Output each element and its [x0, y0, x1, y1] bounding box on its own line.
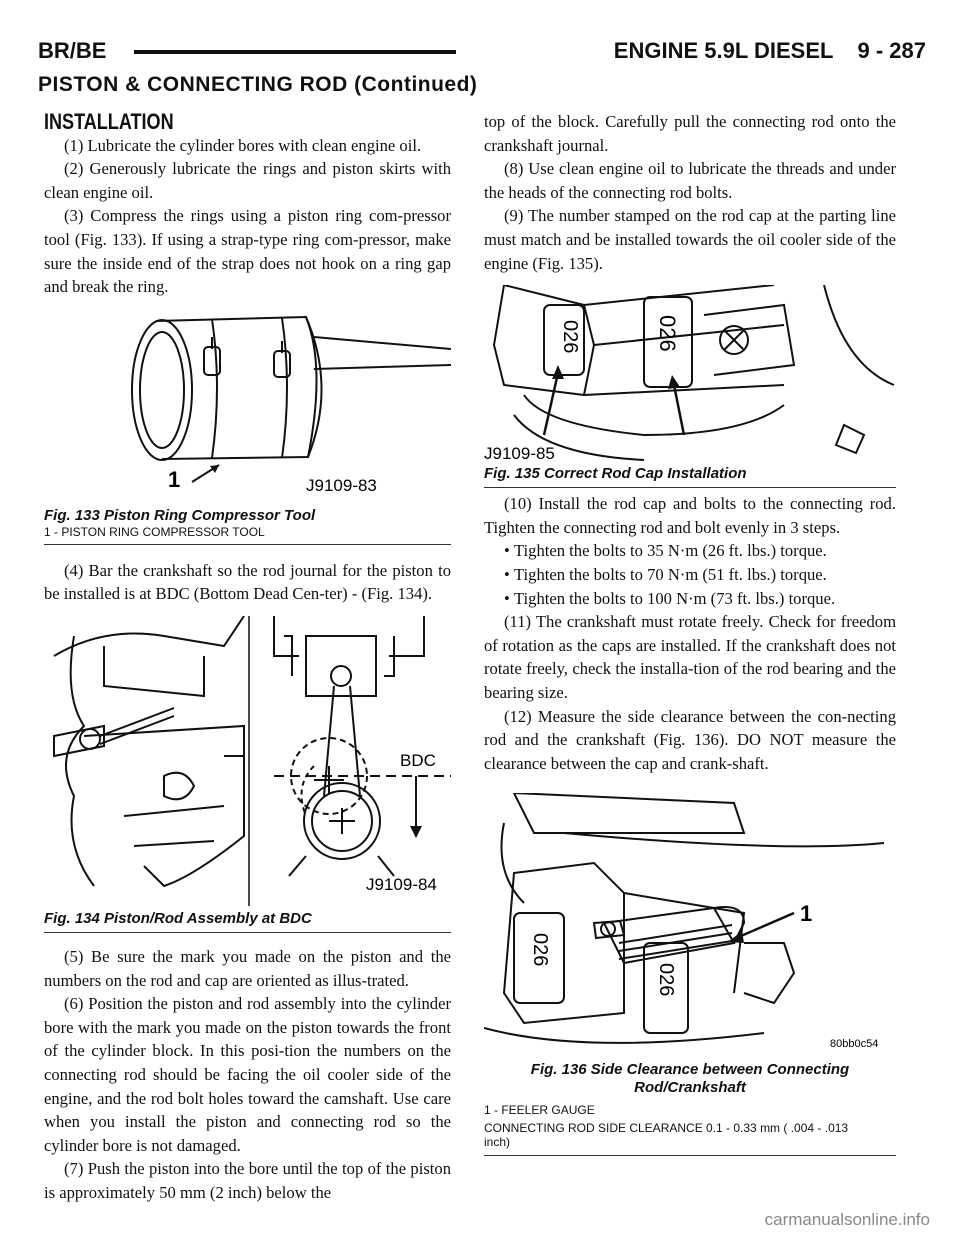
fig133-code: J9109-83: [306, 476, 377, 495]
torque-step-1: •Tighten the bolts to 35 N·m (26 ft. lbs…: [484, 539, 896, 563]
fig136-code: 80bb0c54: [830, 1038, 878, 1050]
fig135-stamp-left: 026: [559, 320, 581, 353]
step-4: (4) Bar the crankshaft so the rod journa…: [44, 560, 451, 604]
torque-step-3-text: Tighten the bolts to 100 N·m (73 ft. lbs…: [514, 588, 836, 608]
fig133-callout: 1: [168, 467, 180, 492]
fig135-code: J9109-85: [484, 444, 555, 463]
fig135-rule: [484, 487, 896, 489]
step-5: (5) Be sure the mark you made on the pis…: [44, 946, 451, 990]
figure-133: 1 J9109-83: [44, 307, 452, 507]
bullet-mark: •: [504, 588, 510, 608]
figure-136: 1 026 026 80bb0c54: [483, 792, 896, 1055]
header-rule: [134, 50, 456, 54]
step-9: (9) The number stamped on the rod cap at…: [484, 206, 896, 273]
fig136-legend-1: 1 - FEELER GAUGE: [484, 1103, 595, 1118]
fig136-caption: Fig. 136 Side Clearance between Connecti…: [530, 1061, 850, 1097]
step-7-continued: top of the block. Carefully pull the con…: [484, 112, 896, 155]
fig136-callout: 1: [800, 901, 812, 926]
fig136-stamp-left: 026: [529, 933, 551, 966]
step-7: (7) Push the piston into the bore until …: [44, 1159, 451, 1202]
fig134-code: J9109-84: [366, 875, 437, 894]
fig136-stamp-right: 026: [655, 963, 677, 996]
fig134-caption: Fig. 134 Piston/Rod Assembly at BDC: [44, 909, 312, 927]
torque-step-3: •Tighten the bolts to 100 N·m (73 ft. lb…: [484, 587, 896, 611]
fig134-rule: [44, 931, 451, 933]
right-column: top of the block. Carefully pull the con…: [483, 110, 896, 1157]
fig136-legend-2: CONNECTING ROD SIDE CLEARANCE 0.1 - 0.33…: [484, 1121, 896, 1157]
fig134-bdc-label: BDC: [400, 751, 436, 770]
piston-ring-compressor-illustration: 1 J9109-83: [131, 315, 452, 495]
continued-title: PISTON & CONNECTING ROD (Continued): [38, 73, 478, 96]
side-clearance-illustration: 1 026 026 80bb0c54: [483, 792, 885, 1050]
step-8: (8) Use clean engine oil to lubricate th…: [484, 159, 896, 202]
fig135-caption: Fig. 135 Correct Rod Cap Installation: [484, 465, 747, 483]
section-page-number: ENGINE 5.9L DIESEL 9 - 287: [613, 38, 926, 63]
step-6: (6) Position the piston and rod assembly…: [44, 994, 451, 1155]
step-12: (12) Measure the side clearance between …: [484, 706, 896, 773]
step-11: (11) The crankshaft must rotate freely. …: [484, 612, 896, 702]
page-header: BR/BE ENGINE 5.9L DIESEL 9 - 287: [38, 38, 926, 68]
fig135-stamp-right: 026: [655, 315, 680, 352]
left-column: INSTALLATION (1) Lubricate the cylinder …: [44, 109, 452, 1204]
rod-cap-installation-illustration: 026 026 J9109-85: [484, 283, 895, 463]
piston-rod-bdc-illustration: BDC J9109-84: [53, 615, 451, 906]
section-title: INSTALLATION: [44, 109, 174, 134]
step-1: (1) Lubricate the cylinder bores with cl…: [64, 135, 422, 155]
torque-step-2: •Tighten the bolts to 70 N·m (51 ft. lbs…: [484, 563, 896, 587]
step-3: (3) Compress the rings using a piston ri…: [44, 206, 451, 297]
step-10: (10) Install the rod cap and bolts to th…: [484, 494, 896, 537]
fig133-caption: Fig. 133 Piston Ring Compressor Tool: [44, 506, 316, 524]
watermark: carmanualsonline.info: [764, 1210, 930, 1229]
torque-step-1-text: Tighten the bolts to 35 N·m (26 ft. lbs.…: [514, 541, 827, 561]
figure-135: 026 026 J9109-85: [484, 283, 896, 463]
figure-134: BDC J9109-84: [44, 615, 451, 906]
torque-step-2-text: Tighten the bolts to 70 N·m (51 ft. lbs.…: [514, 564, 827, 584]
manual-model-code: BR/BE: [38, 38, 107, 63]
fig133-legend: 1 - PISTON RING COMPRESSOR TOOL: [44, 525, 451, 545]
bullet-mark: •: [504, 564, 510, 584]
bullet-mark: •: [504, 541, 510, 561]
step-2: (2) Generously lubricate the rings and p…: [44, 159, 451, 202]
